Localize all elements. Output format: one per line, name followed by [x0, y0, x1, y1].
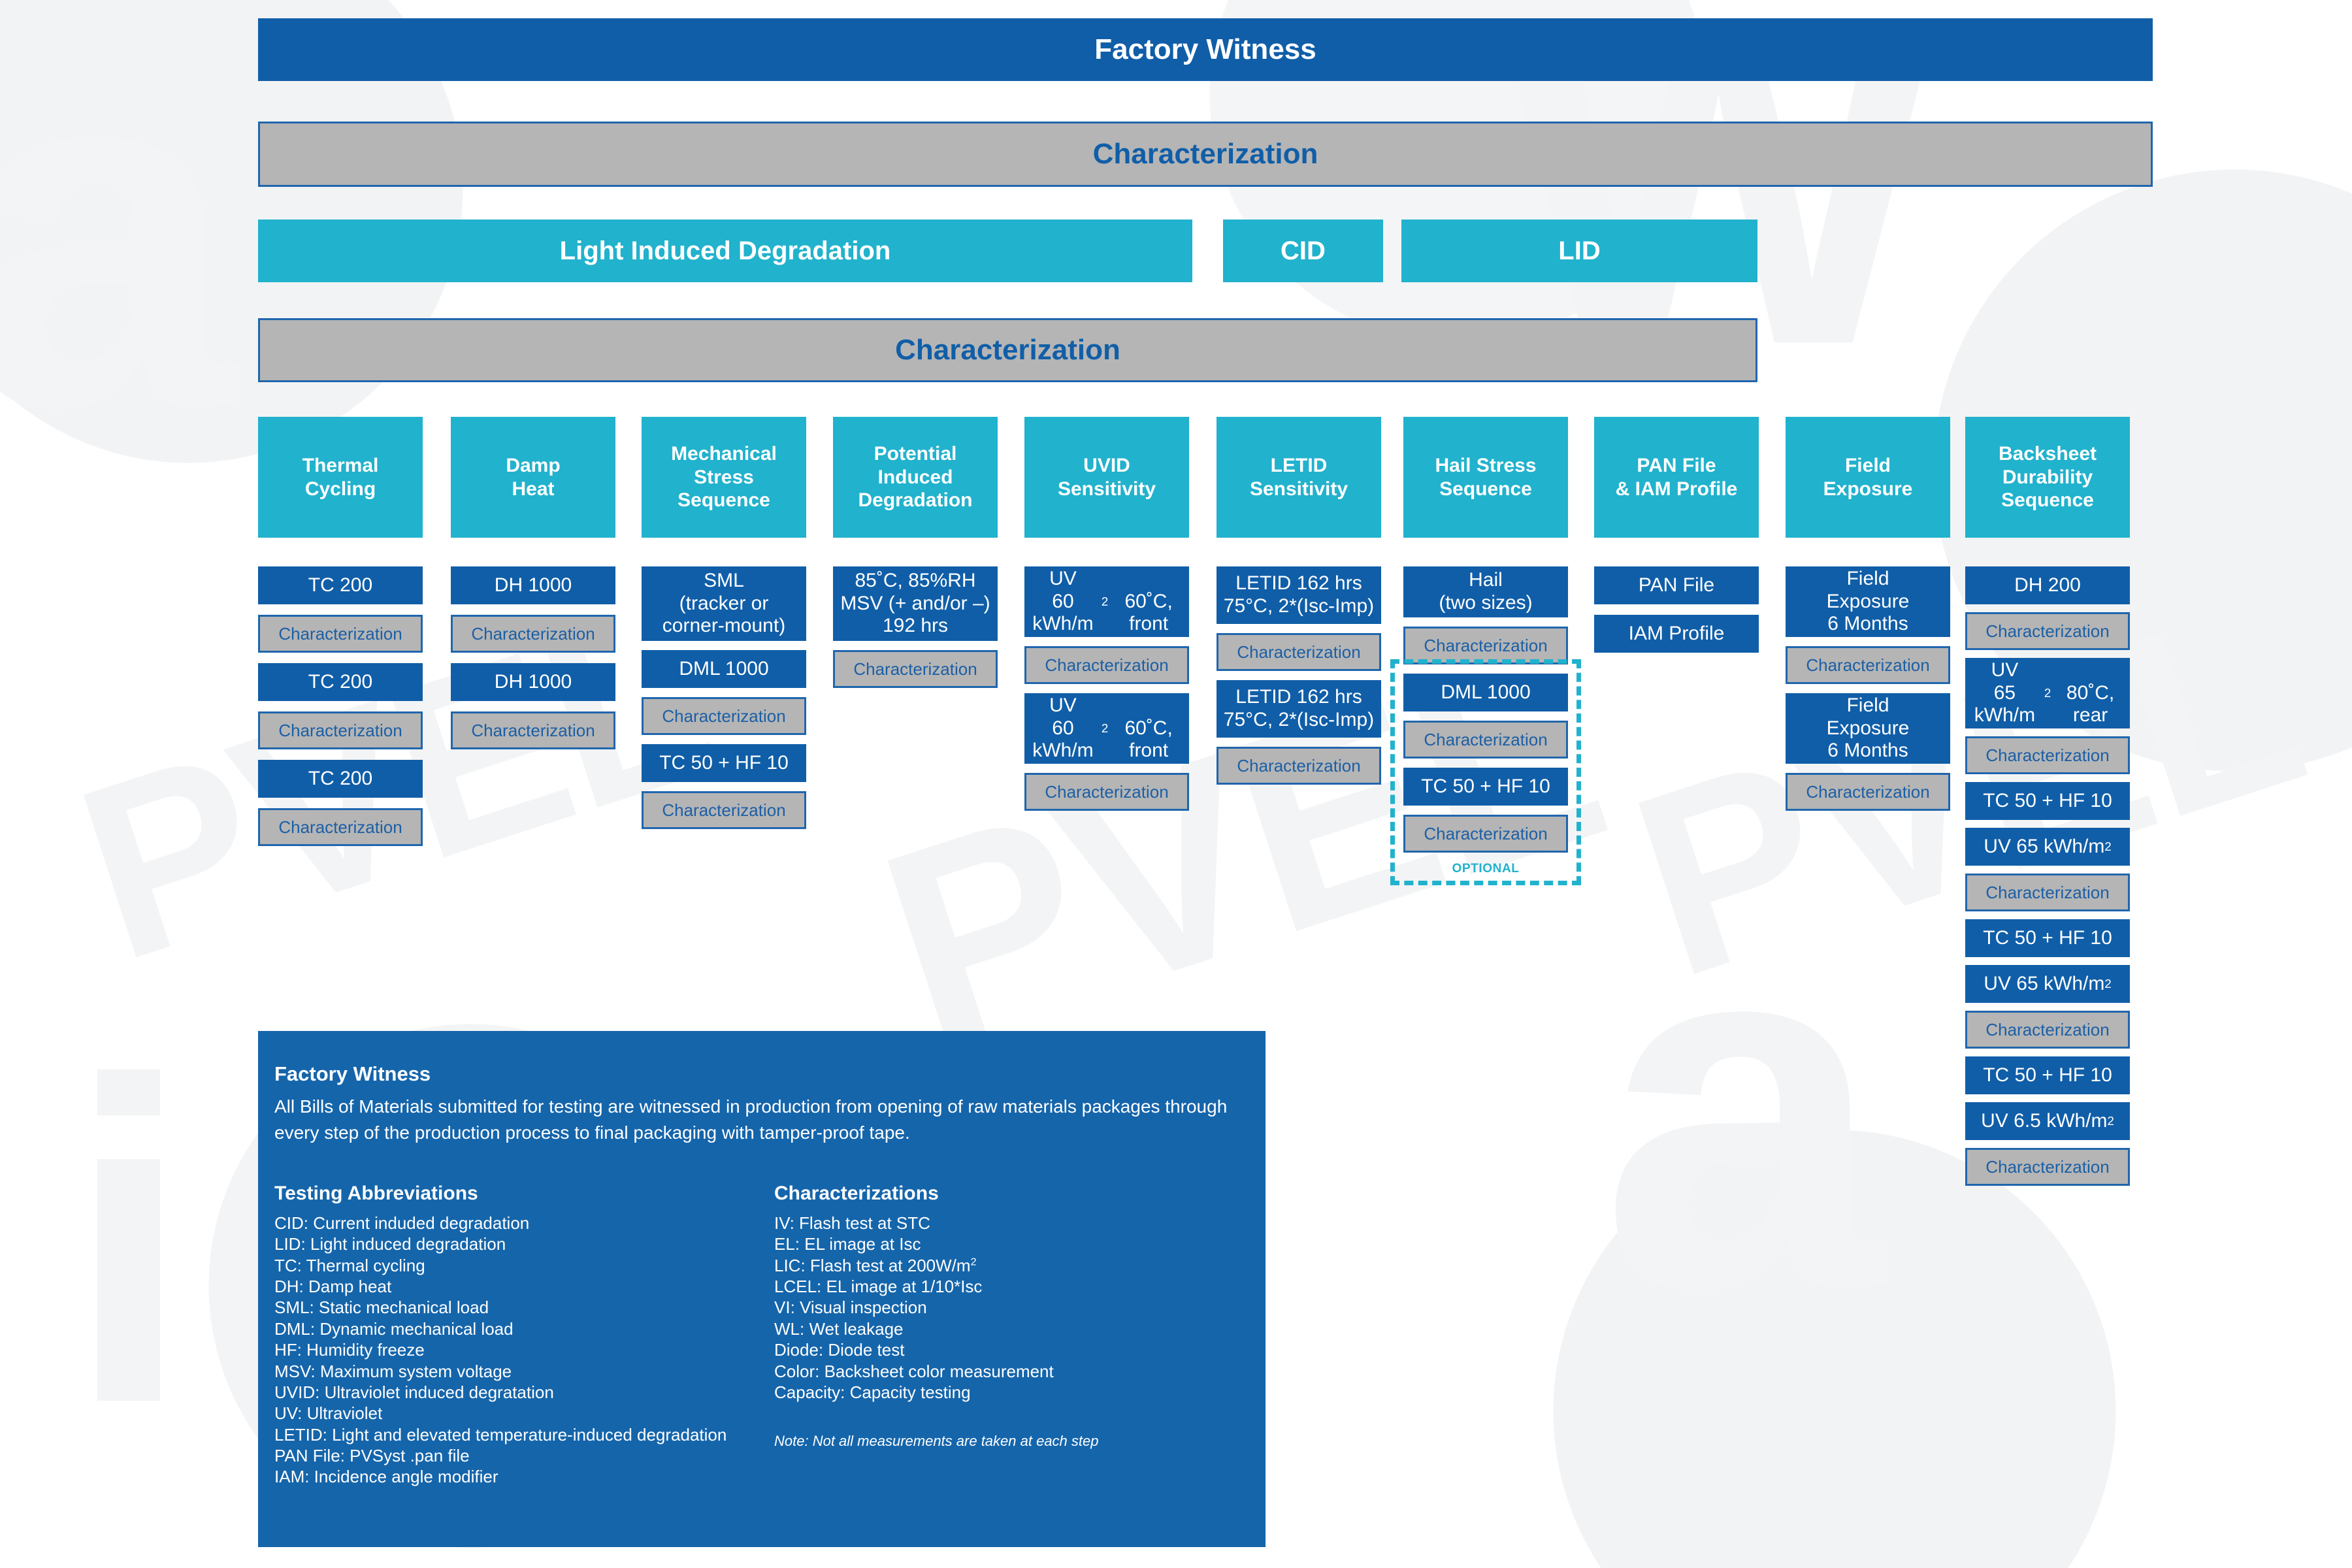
characterization-box-uvid-sensitivity-1[interactable]: Characterization: [1024, 646, 1189, 684]
legend-char-item: Capacity: Capacity testing: [774, 1382, 971, 1402]
legend-abbrev-item: PAN File: PVSyst .pan file: [274, 1445, 470, 1465]
characterization-box-backsheet-durability-sequence-9[interactable]: Characterization: [1965, 1011, 2130, 1049]
legend-char-item: LCEL: EL image at 1/10*Isc: [774, 1277, 983, 1297]
legend-abbrev-item: LETID: Light and elevated temperature-in…: [274, 1424, 727, 1445]
step-box-backsheet-durability-sequence-7[interactable]: TC 50 + HF 10: [1965, 919, 2130, 957]
characterization-box-field-exposure-3[interactable]: Characterization: [1786, 773, 1950, 811]
characterization-box-thermal-cycling-3[interactable]: Characterization: [258, 711, 423, 749]
optional-group-hail-stress-sequence: [1390, 659, 1581, 885]
legend-char-item: Color: Backsheet color measurement: [774, 1361, 1054, 1381]
legend-abbrev-item: HF: Humidity freeze: [274, 1340, 425, 1360]
legend-abbrev-item: DH: Damp heat: [274, 1277, 392, 1297]
characterization-box-letid-sensitivity-1[interactable]: Characterization: [1217, 633, 1381, 671]
legend-abbrev-item: TC: Thermal cycling: [274, 1255, 425, 1275]
legend-char-item: EL: EL image at Isc: [774, 1234, 921, 1254]
legend-abbrev-item: UV: Ultraviolet: [274, 1403, 383, 1424]
characterization-bar-top: Characterization: [258, 122, 2153, 187]
legend-abbrev-item: CID: Current induded degradation: [274, 1213, 530, 1233]
characterization-box-backsheet-durability-sequence-6[interactable]: Characterization: [1965, 874, 2130, 911]
lid-bar: LID: [1401, 220, 1757, 282]
step-box-thermal-cycling-4[interactable]: TC 200: [258, 760, 423, 798]
characterization-box-thermal-cycling-1[interactable]: Characterization: [258, 615, 423, 653]
characterization-box-backsheet-durability-sequence-1[interactable]: Characterization: [1965, 612, 2130, 650]
step-box-hail-stress-sequence-0[interactable]: Hail(two sizes): [1403, 566, 1568, 617]
column-header-pan-file-iam-profile: PAN File& IAM Profile: [1594, 417, 1759, 538]
characterization-box-thermal-cycling-5[interactable]: Characterization: [258, 808, 423, 846]
legend-abbrev-item: UVID: Ultraviolet induced degratation: [274, 1382, 554, 1402]
legend-char-title: Characterizations: [774, 1183, 939, 1204]
legend-abbrev-item: DML: Dynamic mechanical load: [274, 1318, 514, 1339]
characterization-box-mechanical-stress-sequence-2[interactable]: Characterization: [642, 697, 806, 735]
characterization-box-mechanical-stress-sequence-4[interactable]: Characterization: [642, 791, 806, 829]
characterization-box-backsheet-durability-sequence-3[interactable]: Characterization: [1965, 736, 2130, 774]
legend-abbrev-item: IAM: Incidence angle modifier: [274, 1467, 498, 1487]
step-box-backsheet-durability-sequence-4[interactable]: TC 50 + HF 10: [1965, 782, 2130, 820]
characterization-box-damp-heat-3[interactable]: Characterization: [451, 711, 615, 749]
legend-abbrev-item: SML: Static mechanical load: [274, 1298, 489, 1318]
legend-note: Note: Not all measurements are taken at …: [774, 1433, 1099, 1449]
characterization-box-field-exposure-1[interactable]: Characterization: [1786, 646, 1950, 684]
characterization-box-backsheet-durability-sequence-12[interactable]: Characterization: [1965, 1148, 2130, 1186]
legend-abbrev-item: LID: Light induced degradation: [274, 1234, 506, 1254]
legend-abbrev-item: MSV: Maximum system voltage: [274, 1361, 512, 1381]
legend-char-item: VI: Visual inspection: [774, 1298, 927, 1318]
characterization-box-uvid-sensitivity-3[interactable]: Characterization: [1024, 773, 1189, 811]
legend-abbrev-title: Testing Abbreviations: [274, 1183, 478, 1204]
step-box-thermal-cycling-2[interactable]: TC 200: [258, 663, 423, 701]
step-box-thermal-cycling-0[interactable]: TC 200: [258, 566, 423, 604]
step-box-pan-file-iam-profile-1[interactable]: IAM Profile: [1594, 615, 1759, 653]
step-box-mechanical-stress-sequence-1[interactable]: DML 1000: [642, 650, 806, 688]
optional-label-hail-stress-sequence: OPTIONAL: [1452, 862, 1520, 875]
light-induced-degradation-bar: Light Induced Degradation: [258, 220, 1192, 282]
legend-paragraph: All Bills of Materials submitted for tes…: [274, 1096, 1228, 1143]
factory-witness-bar: Factory Witness: [258, 18, 2153, 81]
characterization-box-damp-heat-1[interactable]: Characterization: [451, 615, 615, 653]
step-box-mechanical-stress-sequence-3[interactable]: TC 50 + HF 10: [642, 744, 806, 782]
legend-char-item: Diode: Diode test: [774, 1340, 905, 1360]
step-box-damp-heat-2[interactable]: DH 1000: [451, 663, 615, 701]
characterization-box-potential-induced-degradation-1[interactable]: Characterization: [833, 650, 998, 688]
legend-char-item: WL: Wet leakage: [774, 1318, 904, 1339]
characterization-bar-second: Characterization: [258, 318, 1757, 382]
legend-char-item: LIC: Flash test at 200W/m2: [774, 1255, 977, 1275]
step-box-backsheet-durability-sequence-0[interactable]: DH 200: [1965, 566, 2130, 604]
step-box-damp-heat-0[interactable]: DH 1000: [451, 566, 615, 604]
legend-title: Factory Witness: [274, 1062, 431, 1085]
cid-bar: CID: [1223, 220, 1383, 282]
legend-char-item: IV: Flash test at STC: [774, 1213, 930, 1233]
step-box-pan-file-iam-profile-0[interactable]: PAN File: [1594, 566, 1759, 604]
step-box-backsheet-durability-sequence-10[interactable]: TC 50 + HF 10: [1965, 1056, 2130, 1094]
characterization-box-letid-sensitivity-3[interactable]: Characterization: [1217, 747, 1381, 785]
